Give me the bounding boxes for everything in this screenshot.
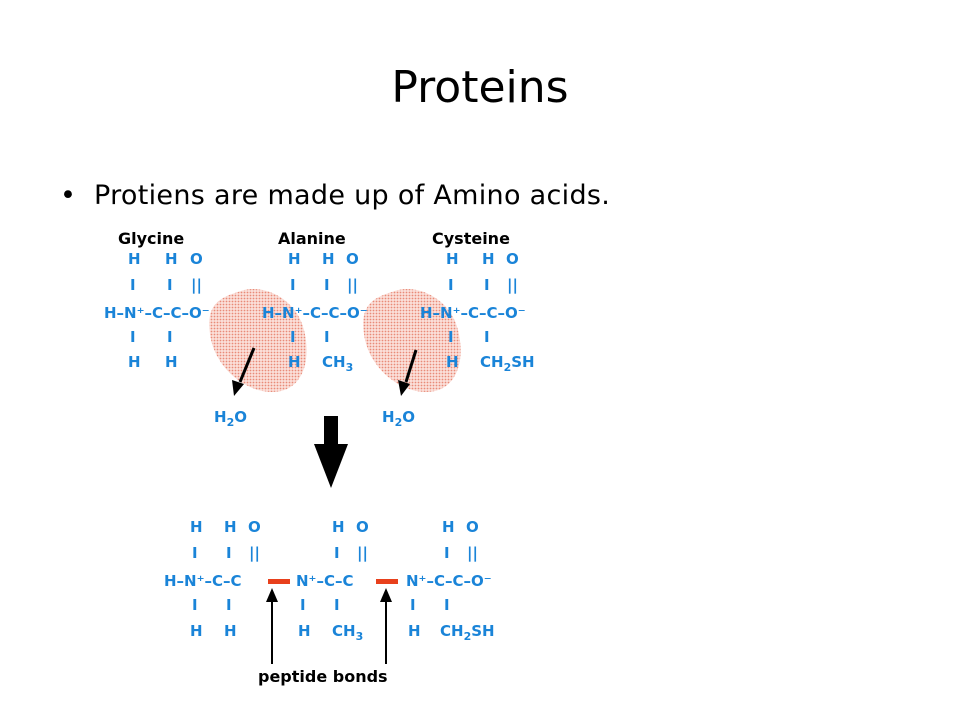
svg-text:H: H [322,250,335,268]
svg-text:H: H [442,518,455,536]
svg-text:H: H [165,250,178,268]
svg-text:O: O [356,518,369,536]
water-arrow-1 [232,347,256,396]
water-blob-2 [363,289,461,392]
svg-text:||: || [347,276,358,295]
cysteine-side-chain: CH [480,353,504,371]
svg-text:H: H [446,353,459,371]
svg-text:H: H [332,518,345,536]
svg-text:N⁺–C–C–O⁻: N⁺–C–C–O⁻ [406,572,492,590]
svg-text:H: H [190,622,203,640]
svg-text:O: O [248,518,261,536]
svg-text:I: I [444,544,450,562]
svg-text:H: H [128,250,141,268]
svg-text:I: I [410,596,416,614]
svg-text:||: || [507,276,518,295]
svg-text:N⁺–C–C: N⁺–C–C [296,572,354,590]
water-arrow-2 [398,349,418,396]
svg-text:I: I [444,596,450,614]
bond-arrow-1 [266,588,278,664]
label-cysteine: Cysteine [432,229,510,248]
svg-text:I: I [226,596,232,614]
svg-text:I: I [130,276,136,294]
svg-text:H: H [165,353,178,371]
svg-text:H: H [482,250,495,268]
svg-text:O: O [506,250,519,268]
svg-text:CH2SH: CH2SH [440,622,495,643]
svg-text:I: I [334,596,340,614]
svg-text:CH2SH: CH2SH [480,353,535,374]
svg-text:||: || [467,544,478,563]
svg-text:H: H [288,353,301,371]
bullet-text: Protiens are made up of Amino acids. [94,180,611,211]
slide-title: Proteins [391,62,569,113]
svg-text:H–N⁺–C–C: H–N⁺–C–C [164,572,242,590]
svg-text:I: I [192,596,198,614]
label-alanine: Alanine [278,229,346,248]
svg-text:I: I [290,328,296,346]
svg-text:O: O [190,250,203,268]
svg-text:H: H [190,518,203,536]
svg-text:I: I [334,544,340,562]
bullet-item: • Protiens are made up of Amino acids. [60,180,610,211]
water-blob-1 [209,289,307,392]
bond-arrow-2 [380,588,392,664]
svg-text:I: I [324,276,330,294]
svg-text:H: H [224,518,237,536]
peptide-bond-1 [268,579,290,584]
svg-text:I: I [226,544,232,562]
svg-text:CH3: CH3 [322,353,353,374]
svg-text:I: I [192,544,198,562]
svg-text:H: H [288,250,301,268]
label-glycine: Glycine [118,229,184,248]
svg-text:O: O [466,518,479,536]
svg-text:I: I [300,596,306,614]
svg-text:I: I [290,276,296,294]
svg-text:||: || [191,276,202,295]
svg-text:H–N⁺–C–C–O⁻: H–N⁺–C–C–O⁻ [262,304,368,322]
svg-text:||: || [357,544,368,563]
svg-text:||: || [249,544,260,563]
svg-text:CH3: CH3 [332,622,363,643]
svg-text:H–N⁺–C–C–O⁻: H–N⁺–C–C–O⁻ [420,304,526,322]
reaction-arrow [314,416,348,488]
peptide-bond-2 [376,579,398,584]
svg-text:I: I [324,328,330,346]
svg-text:H: H [408,622,421,640]
svg-text:H: H [298,622,311,640]
svg-text:O: O [346,250,359,268]
svg-text:I: I [484,328,490,346]
svg-text:H: H [128,353,141,371]
svg-text:H: H [224,622,237,640]
water-molecule-1: H2O [214,408,247,429]
label-peptide-bonds: peptide bonds [258,667,388,686]
svg-text:I: I [130,328,136,346]
bullet-marker: • [60,180,77,211]
water-molecule-2: H2O [382,408,415,429]
svg-text:H–N⁺–C–C–O⁻: H–N⁺–C–C–O⁻ [104,304,210,322]
svg-text:H: H [446,250,459,268]
svg-text:I: I [484,276,490,294]
alanine-side-chain: CH [322,353,346,371]
svg-text:I: I [448,276,454,294]
svg-text:I: I [167,328,173,346]
svg-text:I: I [448,328,454,346]
svg-text:I: I [167,276,173,294]
